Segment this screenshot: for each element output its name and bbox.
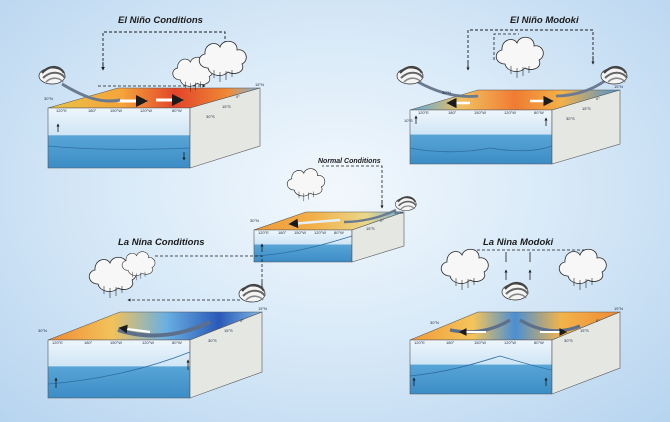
lat-tick: 0° — [240, 318, 244, 323]
lon-tick: 120°W — [142, 340, 154, 345]
panel-title-el-nino: El Niño Conditions — [118, 15, 203, 26]
lat-tick: 15°N — [394, 210, 403, 215]
lon-tick: 120°E — [52, 340, 63, 345]
lon-tick: 180° — [446, 340, 455, 345]
cloud-icon — [286, 168, 326, 202]
lat-tick: 0° — [596, 96, 600, 101]
panel-la-nina-modoki: 120°E 180° 150°W 120°W 80°W 15°N 0° 15°S… — [409, 248, 623, 395]
lon-tick: 80°W — [172, 108, 182, 113]
lat-tick: 15°N — [614, 306, 623, 311]
lat-tick: 15°S — [222, 104, 231, 109]
lon-tick: 180° — [448, 110, 457, 115]
lon-tick: 180° — [88, 108, 97, 113]
lat-tick: 15°S — [580, 328, 589, 333]
lat-tick: 30°N — [250, 218, 259, 223]
lon-tick: 80°W — [534, 340, 544, 345]
lat-tick: 0° — [596, 318, 600, 323]
lat-tick: 30°N — [442, 90, 451, 95]
lon-tick: 120°W — [314, 230, 326, 235]
panel-normal: 120°E 180° 150°W 120°W 80°W 15°N 0° 15°S… — [250, 165, 418, 263]
panel-title-la-nina-modoki: La Nina Modoki — [483, 237, 554, 248]
lon-tick: 120°W — [140, 108, 152, 113]
wind-swirl-icon — [500, 281, 530, 302]
cloud-icon — [558, 248, 607, 291]
lat-tick: 10°S — [404, 118, 413, 123]
ocean-cross-section — [47, 107, 191, 169]
panel-title-la-nina: La Nina Conditions — [118, 237, 205, 248]
lat-tick: 30°N — [38, 328, 47, 333]
lon-tick: 120°E — [258, 230, 269, 235]
lat-tick: 15°S — [582, 106, 591, 111]
wind-arrow — [61, 82, 121, 103]
panel-el-nino: 120°E 180° 150°W 120°W 80°W 15°N 0° 15°S… — [37, 31, 264, 169]
lon-tick: 120°W — [504, 340, 516, 345]
lon-tick: 120°E — [418, 110, 429, 115]
lon-tick: 120°E — [56, 108, 67, 113]
lat-tick: 15°S — [366, 226, 375, 231]
lat-tick: 15°N — [258, 306, 267, 311]
wind-swirl-icon — [395, 65, 425, 86]
panel-title-el-nino-modoki: El Niño Modoki — [510, 15, 579, 26]
lon-tick: 80°W — [172, 340, 182, 345]
wind-swirl-icon — [237, 283, 267, 304]
lon-tick: 120°W — [504, 110, 516, 115]
lat-tick: 30°S — [566, 116, 575, 121]
wind-swirl-icon — [599, 65, 629, 86]
lat-tick: 30°N — [44, 96, 53, 101]
lon-tick: 80°W — [534, 110, 544, 115]
cloud-icon — [440, 248, 489, 291]
lat-tick: 15°N — [255, 82, 264, 87]
lon-tick: 80°W — [334, 230, 344, 235]
panel-el-nino-modoki: 120°E 180° 150°W 120°W 80°W 15°N 0° 15°S… — [395, 29, 629, 165]
lon-tick: 120°E — [414, 340, 425, 345]
wind-swirl-icon — [37, 65, 67, 86]
lon-tick: 150°W — [474, 110, 486, 115]
panel-la-nina: 120°E 180° 150°W 120°W 80°W 15°N 0° 15°S… — [38, 251, 267, 399]
lon-tick: 150°W — [294, 230, 306, 235]
lon-tick: 180° — [84, 340, 93, 345]
lat-tick: 30°S — [564, 338, 573, 343]
wind-swirl-icon — [394, 196, 418, 212]
lon-tick: 150°W — [110, 340, 122, 345]
lat-tick: 0° — [380, 218, 384, 223]
lat-tick: 0° — [236, 94, 240, 99]
lat-tick: 30°N — [430, 320, 439, 325]
cloud-icon — [495, 36, 544, 79]
panel-title-normal: Normal Conditions — [318, 158, 381, 165]
lon-tick: 180° — [278, 230, 287, 235]
lat-tick: 15°S — [224, 328, 233, 333]
lat-tick: 30°S — [206, 114, 215, 119]
lat-tick: 15°N — [614, 84, 623, 89]
lon-tick: 150°W — [474, 340, 486, 345]
lon-tick: 150°W — [110, 108, 122, 113]
lat-tick: 30°S — [208, 338, 217, 343]
